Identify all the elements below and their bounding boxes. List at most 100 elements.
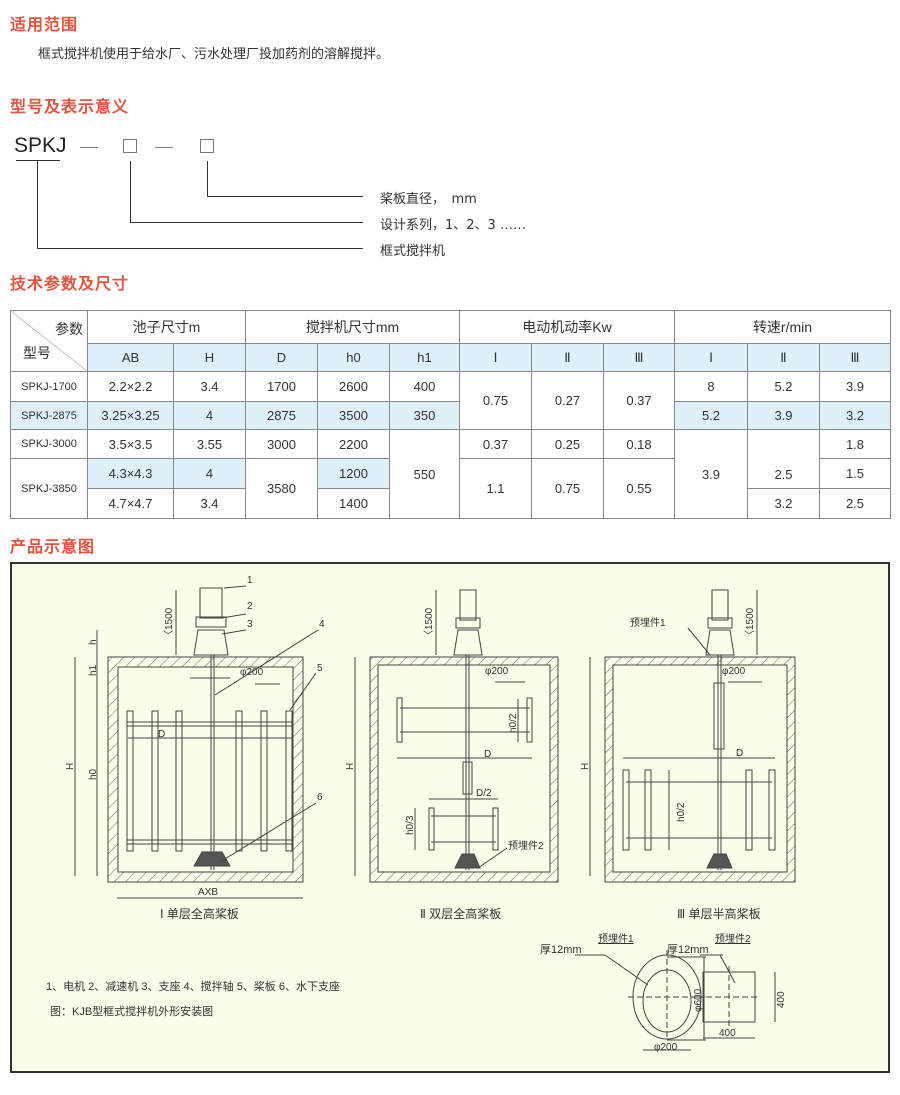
dim-H: H <box>345 763 356 770</box>
subheader: Ⅲ <box>819 343 891 372</box>
table-row: 4.7×4.7 3.4 1400 3.2 2.5 <box>11 488 891 519</box>
callout-6: 6 <box>317 792 323 803</box>
cell: 4 <box>173 401 246 430</box>
cell: 3.9 <box>819 371 891 402</box>
subheader: Ⅰ <box>674 343 748 372</box>
dim-D: D <box>484 749 491 760</box>
model-code: SPKJ <box>14 134 67 157</box>
dim-h1: h1 <box>88 664 99 676</box>
group-speed: 转速r/min <box>674 310 891 344</box>
cell: 3.9 <box>747 401 820 430</box>
section-title-scope: 适用范围 <box>10 15 79 34</box>
series-box <box>123 139 137 153</box>
cell: 0.75 <box>459 371 532 430</box>
cell: 0.27 <box>531 371 604 430</box>
cell: 1400 <box>317 488 390 519</box>
dim-phi200: φ200 <box>240 667 264 678</box>
dim-H: H <box>65 763 76 770</box>
embed-2-label: 预埋件2 <box>508 840 544 852</box>
legend-series: 设计系列，1、2、3 …… <box>380 218 526 233</box>
tank-diagram-3 <box>589 589 796 883</box>
dim-d-2: D/2 <box>476 788 492 799</box>
callout-3: 3 <box>247 619 253 630</box>
cell-model: SPKJ-3850 <box>10 458 88 519</box>
dim-phi600: φ600 <box>693 988 704 1012</box>
dim-h0: h0 <box>88 768 99 780</box>
dim-1500: 〈1500 <box>163 607 175 640</box>
params-table: 参数 型号 池子尺寸m 搅拌机尺寸mm 电动机动率Kw 转速r/min AB H… <box>10 310 891 519</box>
callout-1: 1 <box>247 575 253 586</box>
dim-h0-2: h0/2 <box>676 802 687 822</box>
dim-1500: 〈1500 <box>423 607 435 640</box>
subheader: h0 <box>317 343 390 372</box>
section-title-model: 型号及表示意义 <box>10 97 130 116</box>
figure-caption: 图：KJB型框式搅拌机外形安装图 <box>50 1004 213 1018</box>
table-row: SPKJ-1700 2.2×2.2 3.4 1700 2600 400 0.75… <box>10 371 891 430</box>
cell: 3500 <box>317 401 390 430</box>
dim-h: h <box>88 639 99 645</box>
cell: 2600 <box>317 371 390 402</box>
cell: 3.4 <box>173 371 246 402</box>
caption-1: Ⅰ 单层全高桨板 <box>160 906 239 921</box>
cell: 3.5×3.5 <box>87 429 174 459</box>
cell: 0.55 <box>603 458 675 519</box>
embed-1-label: 预埋件1 <box>630 617 666 629</box>
subheader: Ⅲ <box>603 343 675 372</box>
legend-diameter: 桨板直径， mm <box>380 192 477 207</box>
cell: 3.4 <box>173 488 246 519</box>
subheader: Ⅱ <box>531 343 604 372</box>
cell: 3.25×3.25 <box>87 401 174 430</box>
cell: 2.5 <box>819 488 891 519</box>
cell: 3.2 <box>747 488 820 519</box>
cell: 5.2 <box>674 401 748 430</box>
caption-2: Ⅱ 双层全高桨板 <box>420 906 501 921</box>
cell: 4.3×4.3 <box>87 458 174 489</box>
cell: 2875 <box>245 401 318 430</box>
table-row: SPKJ-3000 3.5×3.5 3.55 3000 2200 550 0.3… <box>10 429 891 519</box>
dim-1500: 〈1500 <box>744 607 756 640</box>
subheader: h1 <box>389 343 460 372</box>
cell: 1200 <box>317 458 390 489</box>
cell: 1.1 <box>459 458 532 519</box>
cell-model: SPKJ-3000 <box>10 429 88 459</box>
dim-h0-3: h0/3 <box>405 815 416 835</box>
subheader: AB <box>87 343 174 372</box>
callout-5: 5 <box>317 663 323 674</box>
group-mixer-size: 搅拌机尺寸mm <box>245 310 460 344</box>
corner-bottom-label: 型号 <box>23 345 51 361</box>
callout-2: 2 <box>247 601 253 612</box>
scope-text: 框式搅拌机使用于给水厂、污水处理厂投加药剂的溶解搅拌。 <box>38 47 390 62</box>
cell: 5.2 <box>747 371 820 402</box>
dim-axb: AXB <box>198 887 218 898</box>
subheader: Ⅱ <box>747 343 820 372</box>
cell: 0.37 <box>603 371 675 430</box>
subheader: D <box>245 343 318 372</box>
embed-2-title: 预埋件2 <box>715 933 751 945</box>
dim-h0-2: h0/2 <box>508 713 519 733</box>
dim-phi200: φ200 <box>654 1042 678 1053</box>
installation-diagram: 1 2 3 4 5 6 〈1500 〈1500 〈1500 φ200 φ200 … <box>10 562 890 1073</box>
cell: 3000 <box>245 429 318 459</box>
caption-3: Ⅲ 单层半高桨板 <box>677 906 761 921</box>
cell-model: SPKJ-1700 <box>10 371 88 402</box>
separator <box>155 147 173 148</box>
cell: 1.8 <box>819 429 891 459</box>
cell: 4 <box>173 458 246 489</box>
parts-legend: 1、电机 2、减速机 3、支座 4、搅拌轴 5、桨板 6、水下支座 <box>46 979 340 993</box>
table-row: SPKJ-2875 3.25×3.25 4 2875 3500 350 5.2 … <box>10 401 891 430</box>
dim-phi200: φ200 <box>485 666 509 677</box>
group-pool-size: 池子尺寸m <box>87 310 246 344</box>
embed-1-title: 预埋件1 <box>598 933 634 945</box>
dim-H: H <box>580 763 591 770</box>
cell: 2200 <box>317 429 390 459</box>
cell: 550 <box>389 429 460 519</box>
cell: 1700 <box>245 371 318 402</box>
cell: 400 <box>389 371 460 402</box>
table-corner: 参数 型号 <box>10 310 88 372</box>
dim-D: D <box>736 748 743 759</box>
cell: 3.55 <box>173 429 246 459</box>
table-row: SPKJ-3850 4.3×4.3 4 3580 1200 1.1 0.75 0… <box>10 458 891 519</box>
thickness-label: 厚12mm <box>540 943 582 956</box>
cell-model: SPKJ-2875 <box>10 401 88 430</box>
embedded-part-2 <box>697 954 776 1039</box>
